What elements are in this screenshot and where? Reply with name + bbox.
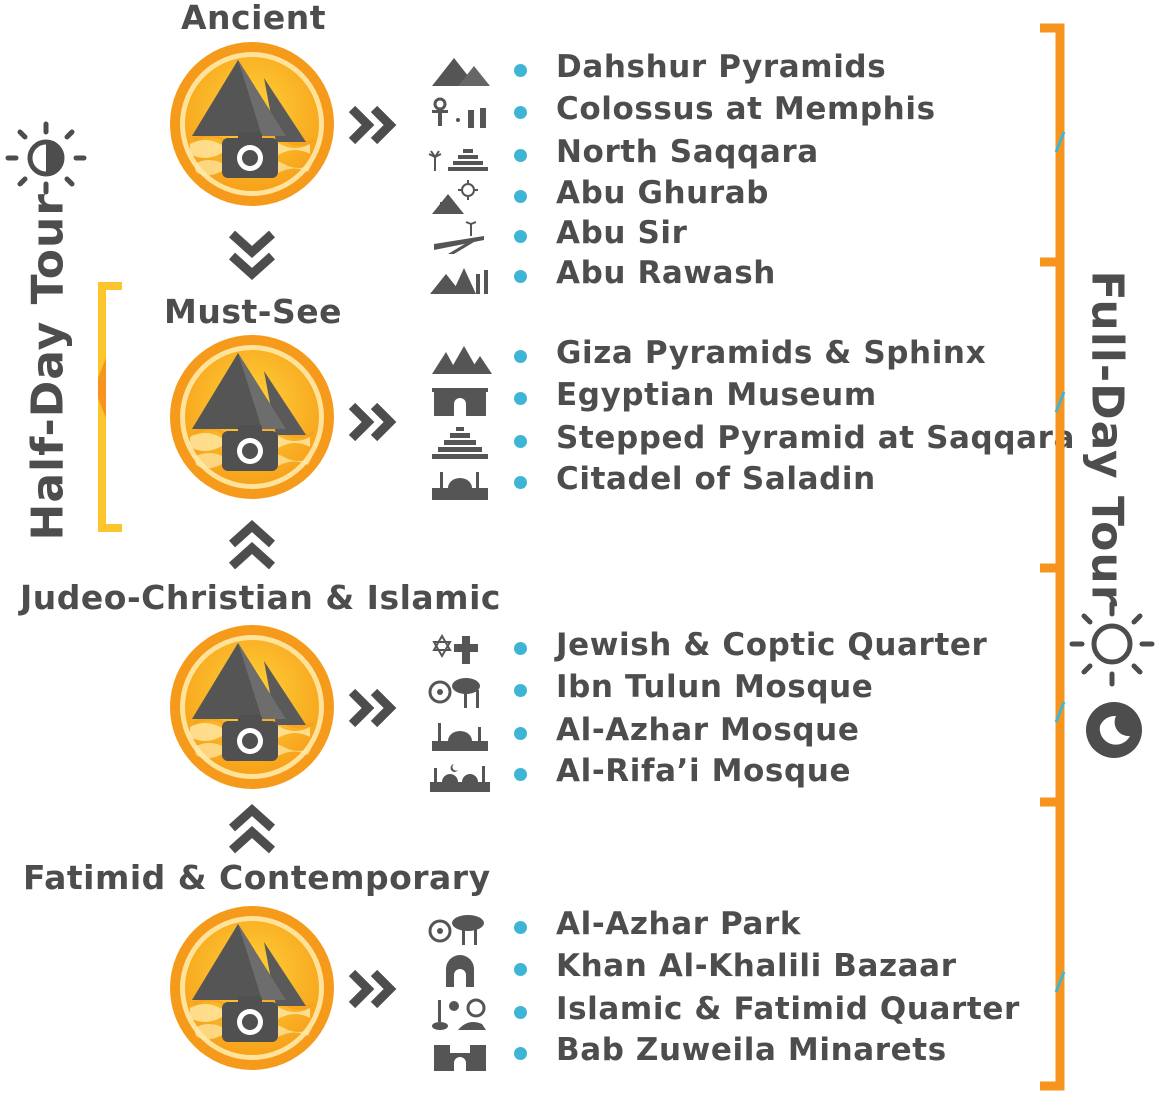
site-label: Al-Rifa’i Mosque — [556, 753, 852, 789]
pyramid-camera-badge-icon — [168, 333, 336, 501]
site-label: Bab Zuweila Minarets — [556, 1032, 947, 1068]
lamp-pottery-icon — [432, 998, 486, 1030]
site-label: Colossus at Memphis — [556, 91, 936, 127]
section-title-fatimid-contemporary: Fatimid & Contemporary — [23, 858, 491, 897]
site-label: Citadel of Saladin — [556, 461, 876, 497]
section-title-must-see: Must-See — [164, 292, 342, 331]
causeway-palm-icon — [434, 221, 484, 254]
half-day-bracket — [98, 282, 122, 532]
site-label: Abu Sir — [556, 215, 688, 251]
mosque-crescent-icon — [430, 764, 490, 792]
moon-icon — [1086, 702, 1142, 758]
site-label: North Saqqara — [556, 134, 819, 170]
site-label: Al-Azhar Park — [556, 906, 802, 942]
step-pyramid-icon — [432, 427, 488, 459]
double-chevron-right-icon — [344, 967, 400, 1011]
bullet — [514, 392, 527, 405]
double-chevron-right-icon — [344, 103, 400, 147]
sun-temple-icon — [432, 180, 478, 214]
pyramids-sphinx-icon — [432, 346, 492, 374]
site-label: Islamic & Fatimid Quarter — [556, 991, 1020, 1027]
ruins-icon — [430, 268, 488, 294]
double-chevron-right-icon — [344, 686, 400, 730]
double-chevron-up-icon — [226, 800, 278, 858]
site-label: Khan Al-Khalili Bazaar — [556, 948, 957, 984]
bullet — [514, 768, 527, 781]
gate-towers-icon — [434, 1045, 486, 1071]
site-label: Egyptian Museum — [556, 377, 877, 413]
bullet — [514, 350, 527, 363]
bullet — [514, 921, 527, 934]
bullet — [514, 727, 527, 740]
site-label: Dahshur Pyramids — [556, 49, 887, 85]
bullet — [514, 435, 527, 448]
pyramid-camera-badge-icon — [168, 40, 336, 208]
section-title-judeo-christian-islamic: Judeo-Christian & Islamic — [20, 578, 501, 617]
bullet — [514, 64, 527, 77]
pyramid-camera-badge-icon — [168, 623, 336, 791]
mosque-icon — [432, 723, 488, 751]
star-cross-icon — [432, 633, 478, 664]
site-label: Abu Ghurab — [556, 175, 770, 211]
site-label: Al-Azhar Mosque — [556, 712, 860, 748]
park-trees-icon — [428, 915, 484, 945]
palm-step-pyramid-icon — [428, 149, 488, 171]
bullet — [514, 642, 527, 655]
bullet — [514, 149, 527, 162]
site-label: Jewish & Coptic Quarter — [556, 627, 988, 663]
ankh-statue-icon — [432, 97, 486, 128]
full-day-bracket — [1040, 23, 1066, 1091]
half-day-tour-label: Half-Day Tour — [22, 192, 74, 541]
bullet — [514, 476, 527, 489]
pyramids-icon — [432, 58, 490, 86]
pyramid-camera-badge-icon — [168, 904, 336, 1072]
section-title-ancient: Ancient — [181, 0, 327, 37]
archway-icon — [446, 955, 474, 987]
bullet — [514, 684, 527, 697]
bullet — [514, 1006, 527, 1019]
bullet — [514, 106, 527, 119]
double-chevron-up-icon — [226, 516, 278, 574]
bullet — [514, 1047, 527, 1060]
citadel-icon — [432, 472, 488, 500]
trees-icon — [428, 678, 480, 708]
site-label: Stepped Pyramid at Saqqara — [556, 420, 1076, 456]
bullet — [514, 230, 527, 243]
double-chevron-down-icon — [226, 226, 278, 284]
site-label: Ibn Tulun Mosque — [556, 669, 874, 705]
full-day-tour-label: Full-Day Tour — [1081, 270, 1133, 608]
bullet — [514, 270, 527, 283]
half-sun-icon — [5, 121, 87, 195]
bullet — [514, 963, 527, 976]
museum-icon — [432, 388, 488, 416]
site-label: Giza Pyramids & Sphinx — [556, 335, 987, 371]
double-chevron-right-icon — [344, 400, 400, 444]
site-label: Abu Rawash — [556, 255, 776, 291]
bullet — [514, 190, 527, 203]
sun-icon — [1069, 601, 1155, 687]
